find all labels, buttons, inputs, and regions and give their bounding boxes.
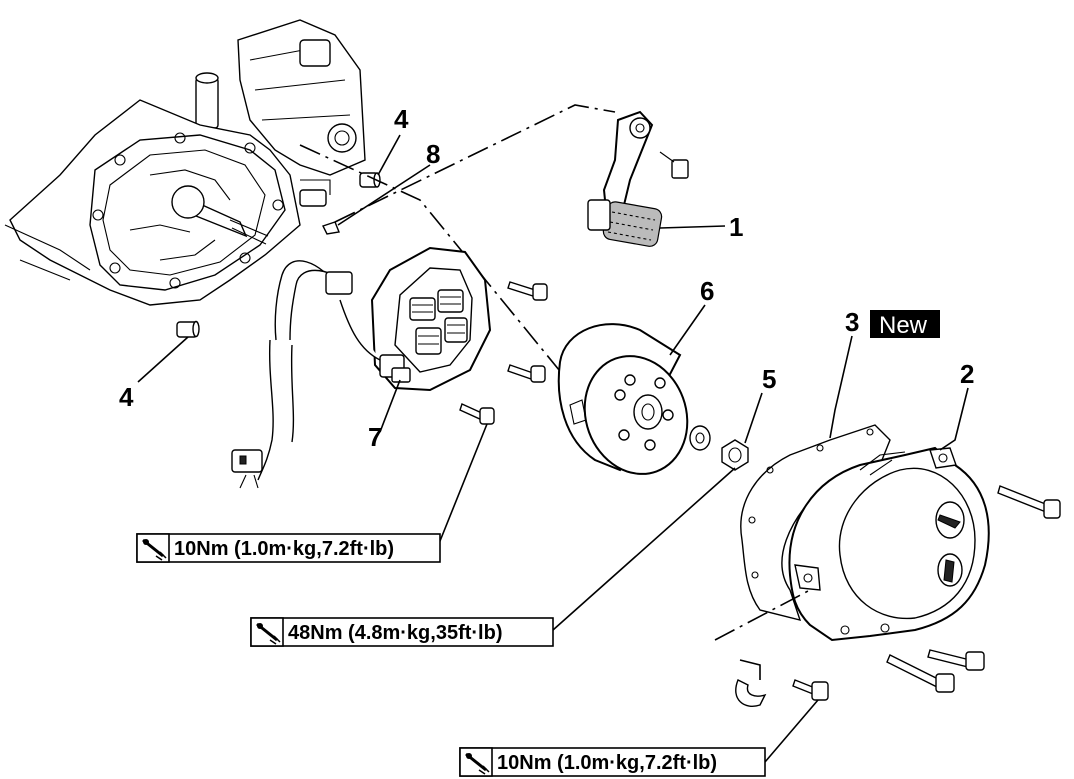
- callout-2: 2: [960, 359, 974, 389]
- cover-bolt-1: [997, 485, 1061, 519]
- new-badge: New: [870, 310, 940, 339]
- stator-screw-1: [507, 281, 548, 301]
- callout-8: 8: [426, 139, 440, 169]
- callout-4-lower: 4: [119, 382, 134, 412]
- dowel-pin-upper: [359, 172, 381, 188]
- crankcase-cover: [788, 446, 990, 642]
- callout-3: 3: [845, 307, 859, 337]
- torque-wrench-icon: [465, 752, 490, 775]
- torque-spec-stator-text: 10Nm (1.0m·kg,7.2ft·lb): [174, 538, 394, 560]
- stator-screw-2: [507, 364, 546, 383]
- stator-assembly: [231, 246, 548, 489]
- rotor-nut: [721, 439, 749, 471]
- cover-bolt-4: [792, 679, 829, 701]
- alignment-line-crank: [299, 144, 601, 421]
- torque-spec-rotor-text: 48Nm (4.8m·kg,35ft·lb): [288, 622, 503, 644]
- callout-5: 5: [762, 364, 776, 394]
- cover-bolt-3: [886, 654, 955, 693]
- woodruff-key: [322, 221, 340, 235]
- alignment-line-kick: [334, 104, 616, 223]
- torque-spec-cover: 10Nm (1.0m·kg,7.2ft·lb): [459, 747, 766, 777]
- rotor-flywheel: [557, 323, 689, 475]
- leader-lines: [137, 134, 969, 763]
- torque-wrench-icon: [256, 622, 281, 645]
- torque-wrench-icon: [142, 538, 167, 561]
- engine-crankcase: [4, 19, 366, 306]
- callout-4-upper: 4: [394, 104, 409, 134]
- kick-crank: [587, 110, 689, 247]
- rotor-washer: [689, 425, 711, 451]
- torque-spec-cover-text: 10Nm (1.0m·kg,7.2ft·lb): [497, 752, 717, 774]
- new-badge-label: New: [879, 312, 928, 339]
- wire-clamp: [714, 589, 811, 707]
- callout-1: 1: [729, 212, 743, 242]
- cover-bolt-2: [927, 649, 985, 671]
- kick-crank-bolt: [659, 151, 689, 179]
- torque-spec-rotor: 48Nm (4.8m·kg,35ft·lb): [250, 617, 554, 647]
- stator-screw-3: [459, 403, 495, 425]
- callout-7: 7: [368, 422, 382, 452]
- dowel-pin-lower: [176, 320, 200, 338]
- callout-6: 6: [700, 276, 714, 306]
- torque-spec-stator: 10Nm (1.0m·kg,7.2ft·lb): [136, 533, 441, 563]
